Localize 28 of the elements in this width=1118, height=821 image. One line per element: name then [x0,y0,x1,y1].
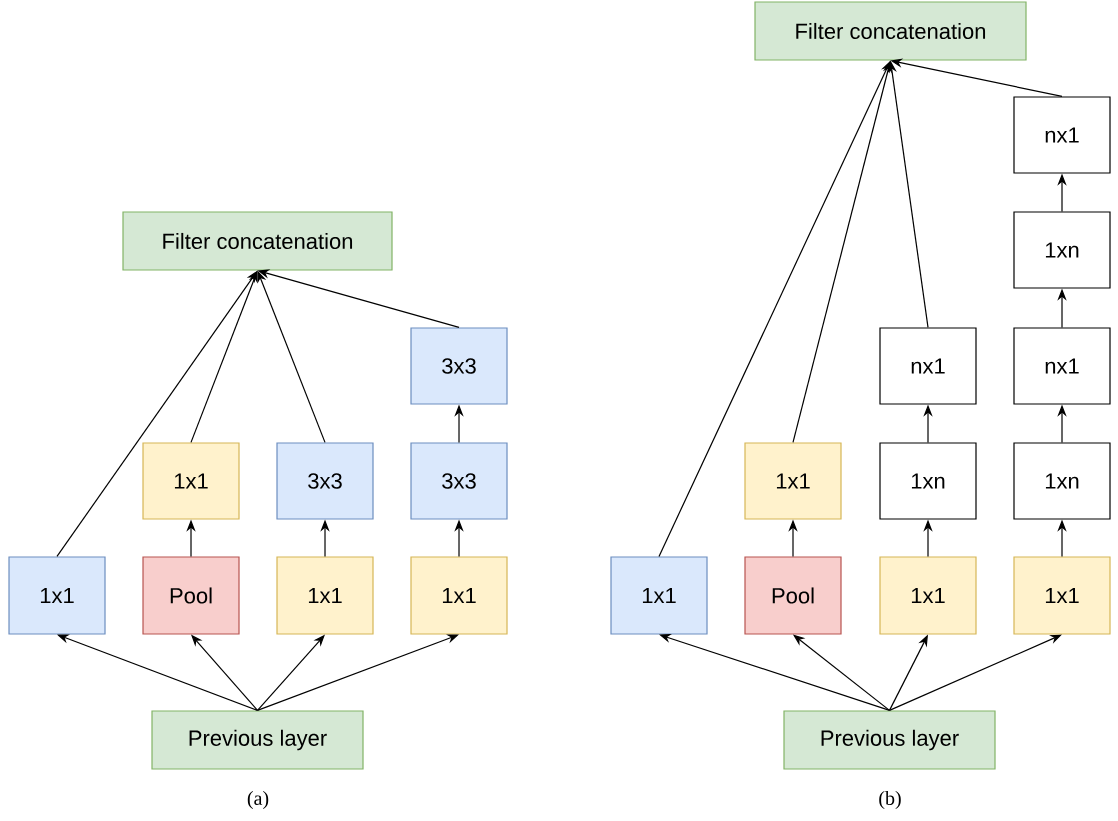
filter-box: 1x1 [410,556,508,635]
layer-box: Filter concatenation [754,1,1027,61]
arrow [888,634,1062,711]
filter-box: 3x3 [410,442,508,520]
filter-box: 1x1 [610,556,708,635]
arrow [256,634,459,711]
filter-box: 3x3 [276,442,374,520]
filter-box: 1x1 [276,556,374,635]
arrow [57,634,259,711]
filter-box: 3x3 [410,327,508,405]
pool-box: Pool [142,556,240,635]
filter-box: nx1 [1013,327,1111,405]
layer-box: Previous layer [783,710,996,770]
filter-box: 1xn [1013,211,1111,289]
filter-box: 1x1 [879,556,977,635]
filter-box: 1xn [1013,442,1111,520]
pool-box: Pool [744,556,842,635]
layer-box: Filter concatenation [122,211,393,271]
subfigure-label: (b) [879,790,901,810]
filter-box: 1x1 [1013,556,1111,635]
filter-box: 1x1 [8,556,106,635]
filter-box: 1xn [879,442,977,520]
subfigure-label: (a) [247,790,269,810]
layer-box: Previous layer [151,710,364,770]
filter-box: nx1 [879,327,977,405]
filter-box: 1x1 [142,442,240,520]
filter-box: nx1 [1013,96,1111,174]
filter-box: 1x1 [744,442,842,520]
